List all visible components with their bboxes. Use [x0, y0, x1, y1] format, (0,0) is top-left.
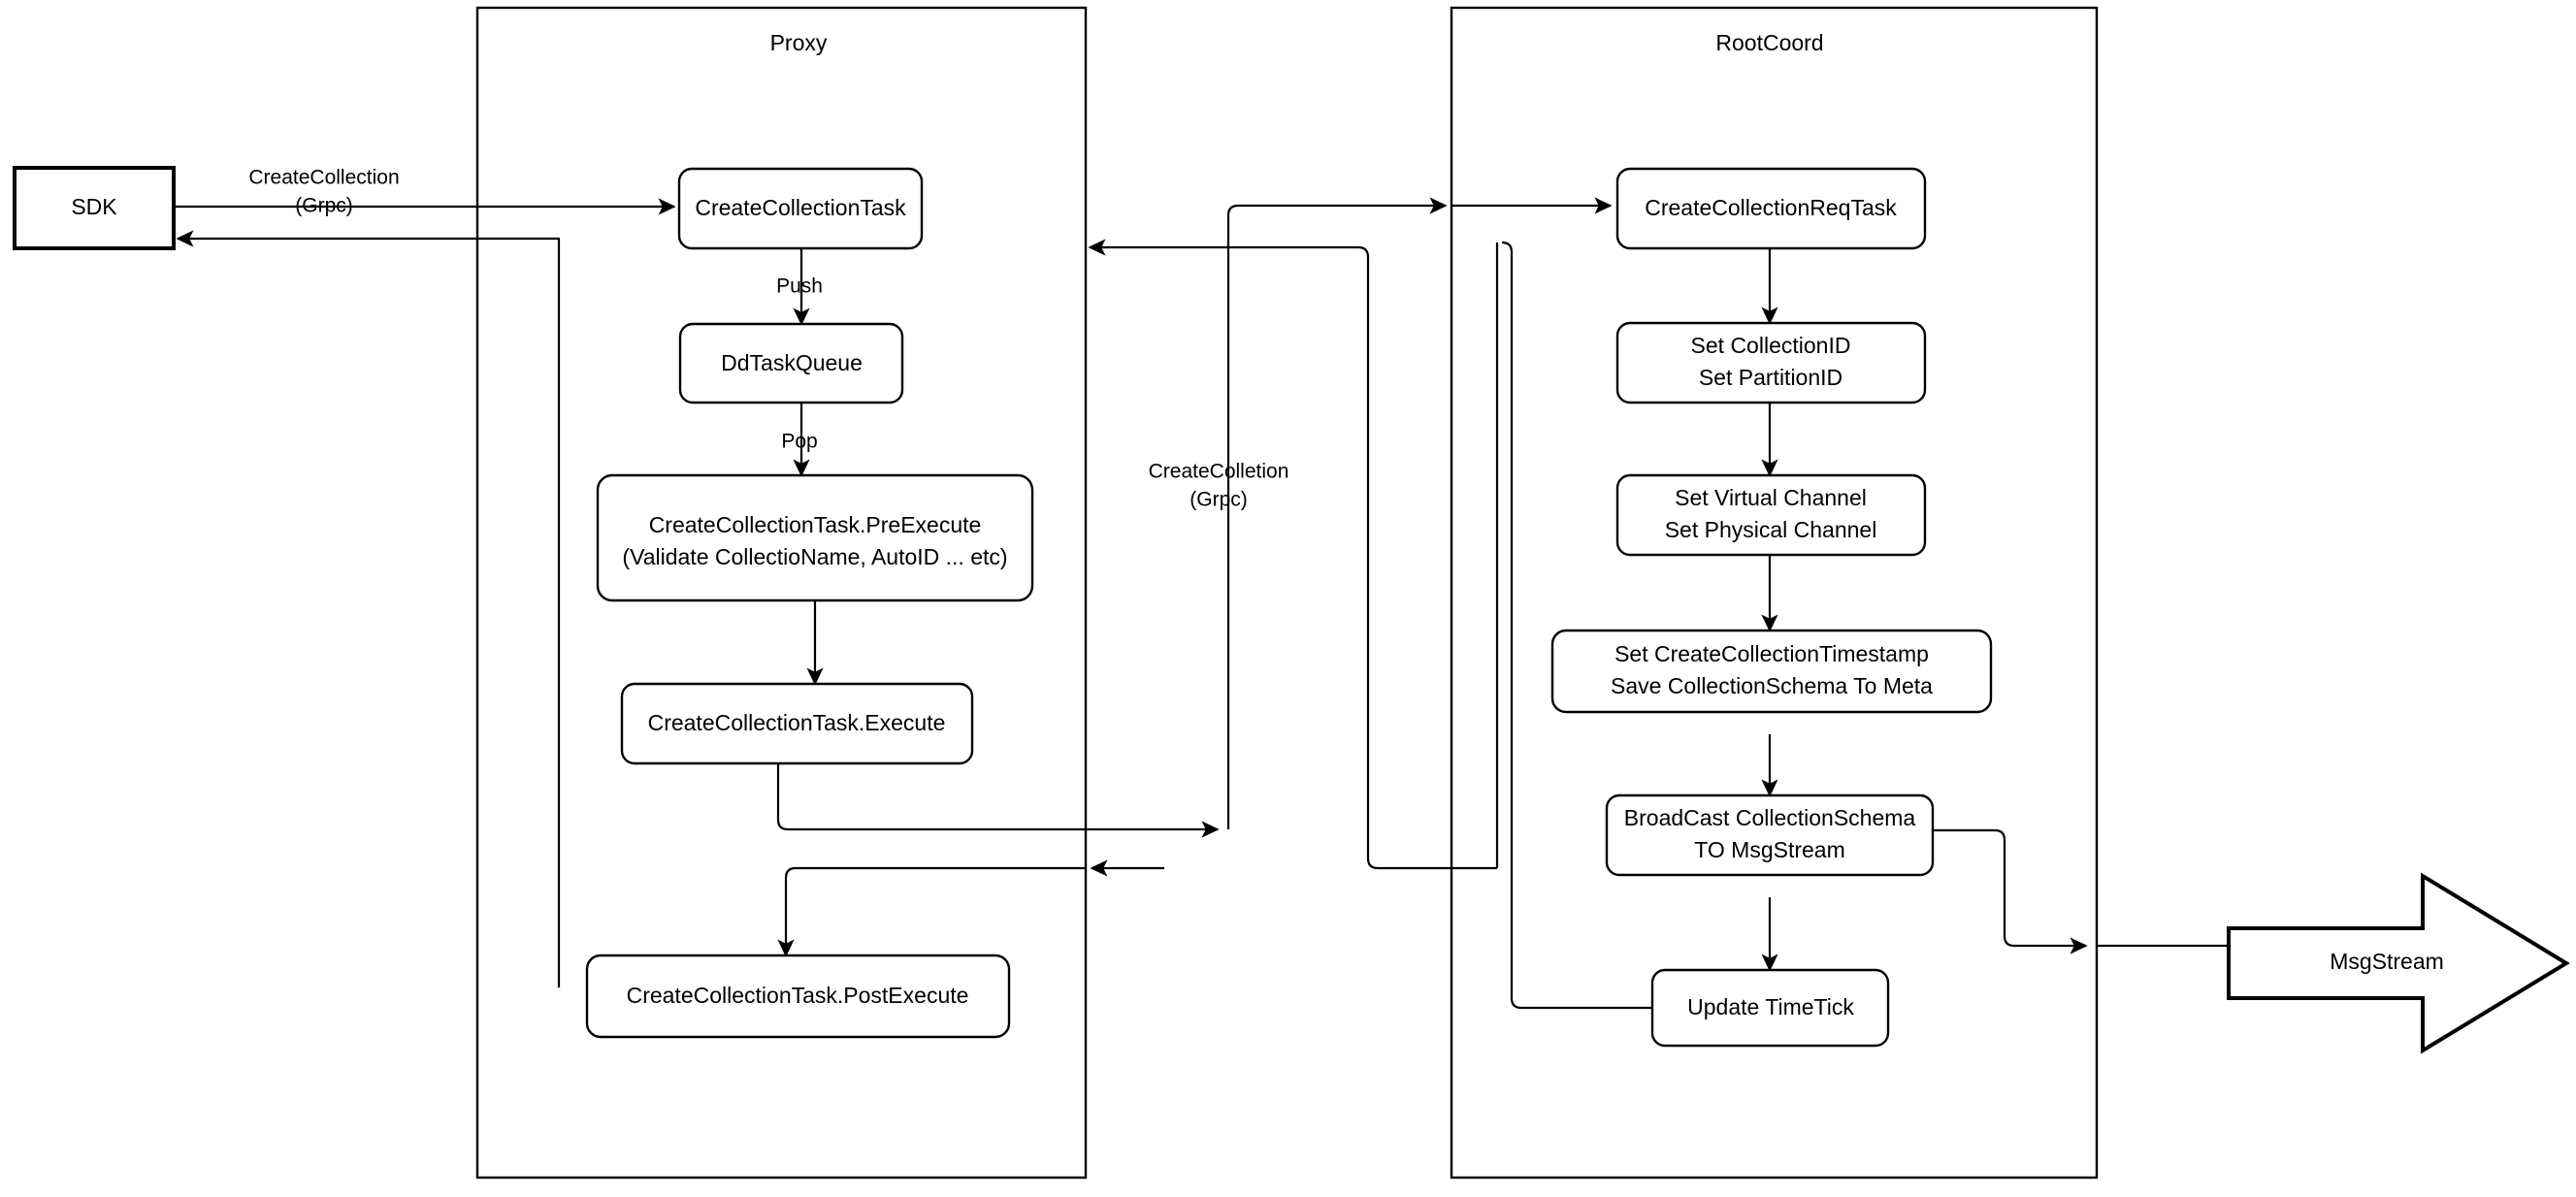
node-dd-task-queue[interactable]: DdTaskQueue	[678, 322, 904, 404]
node-broadcast-line1: BroadCast CollectionSchema	[1624, 805, 1916, 830]
node-msgstream[interactable]: MsgStream	[2227, 872, 2570, 1054]
node-pre-execute[interactable]: CreateCollectionTask.PreExecute (Validat…	[596, 473, 1034, 602]
node-execute[interactable]: CreateCollectionTask.Execute	[620, 682, 974, 765]
node-update-timetick-label: Update TimeTick	[1687, 994, 1854, 1019]
edge-response-into-postexecute	[777, 866, 1086, 957]
node-dd-task-queue-label: DdTaskQueue	[721, 350, 863, 375]
container-proxy-label: Proxy	[770, 30, 828, 55]
edge-label-createcollection-grpc-line2: (Grpc)	[295, 195, 353, 217]
node-set-channels-line2: Set Physical Channel	[1665, 517, 1877, 542]
node-set-channels[interactable]: Set Virtual Channel Set Physical Channel	[1615, 473, 1927, 557]
edge-postexecute-to-sdk	[176, 230, 561, 987]
node-set-ids[interactable]: Set CollectionID Set PartitionID	[1615, 321, 1927, 404]
node-set-timestamp-line2: Save CollectionSchema To Meta	[1611, 673, 1933, 698]
container-rootcoord	[1450, 6, 2099, 1180]
container-proxy	[475, 6, 1088, 1180]
node-post-execute-label: CreateCollectionTask.PostExecute	[627, 983, 969, 1008]
edge-label-createcolletion-grpc-line1: CreateColletion	[1149, 461, 1289, 483]
node-pre-execute-line2: (Validate CollectioName, AutoID ... etc)	[622, 544, 1007, 569]
node-set-channels-line1: Set Virtual Channel	[1675, 485, 1867, 510]
node-create-collection-task-label: CreateCollectionTask	[695, 195, 906, 220]
node-pre-execute-line1: CreateCollectionTask.PreExecute	[649, 512, 982, 537]
node-create-collection-req-task[interactable]: CreateCollectionReqTask	[1615, 167, 1927, 250]
node-update-timetick[interactable]: Update TimeTick	[1650, 968, 1890, 1048]
edge-updatetimetick-loop	[1501, 241, 1671, 1010]
node-broadcast[interactable]: BroadCast CollectionSchema TO MsgStream	[1605, 793, 1935, 877]
node-create-collection-task[interactable]: CreateCollectionTask	[677, 167, 924, 250]
edge-grpc-request-riser	[1226, 197, 1448, 829]
edge-label-push: Push	[776, 275, 823, 298]
node-post-execute[interactable]: CreateCollectionTask.PostExecute	[585, 954, 1011, 1039]
node-set-timestamp[interactable]: Set CreateCollectionTimestamp Save Colle…	[1550, 629, 1993, 714]
node-sdk[interactable]: SDK	[13, 166, 176, 250]
node-broadcast-line2: TO MsgStream	[1694, 837, 1845, 862]
node-msgstream-label: MsgStream	[2330, 949, 2444, 974]
container-rootcoord-label: RootCoord	[1715, 30, 1823, 55]
node-set-timestamp-line1: Set CreateCollectionTimestamp	[1614, 641, 1929, 666]
node-execute-label: CreateCollectionTask.Execute	[648, 710, 946, 735]
node-set-ids-line2: Set PartitionID	[1699, 365, 1842, 390]
node-set-ids-line1: Set CollectionID	[1691, 333, 1851, 358]
node-create-collection-req-task-label: CreateCollectionReqTask	[1645, 195, 1897, 220]
edge-label-createcolletion-grpc-line2: (Grpc)	[1190, 489, 1248, 511]
edge-label-pop: Pop	[781, 431, 817, 453]
edge-label-createcollection-grpc-line1: CreateCollection	[248, 167, 399, 189]
edge-rootcoord-response-to-proxy	[1088, 239, 1497, 870]
edge-broadcast-to-msgstream	[1931, 828, 2088, 954]
node-sdk-label: SDK	[71, 194, 117, 219]
